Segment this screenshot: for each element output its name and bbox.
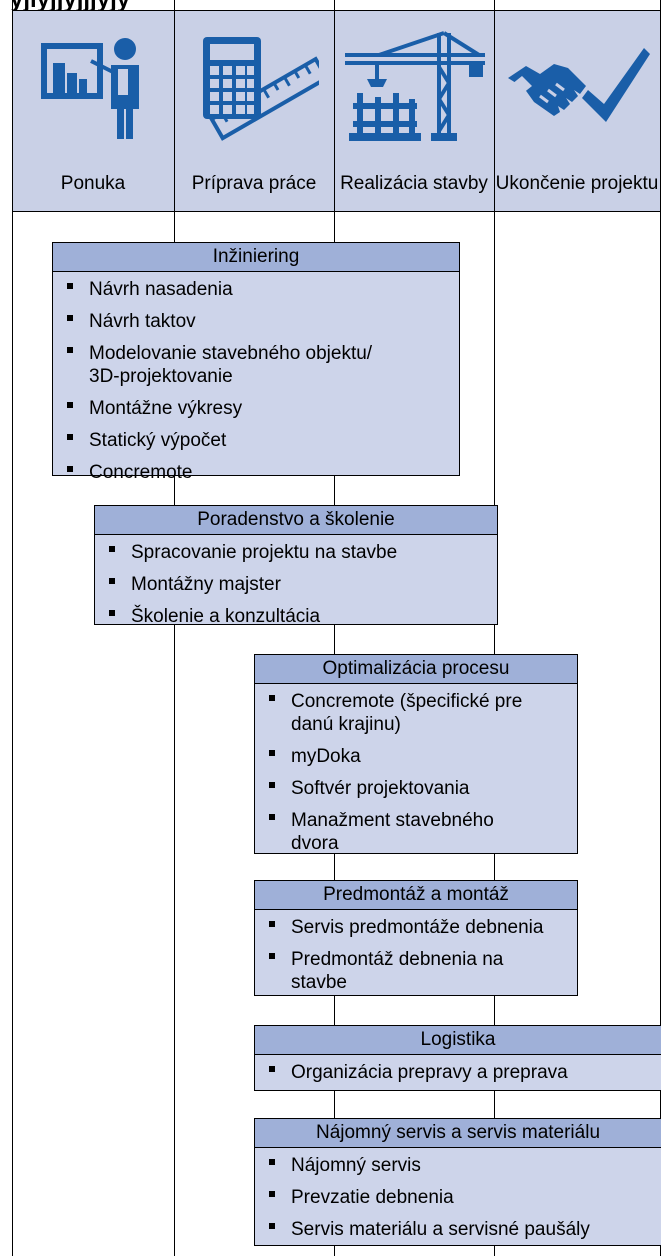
list-item: Manažment stavebného dvora xyxy=(267,809,541,855)
box-optimalizacia: Optimalizácia procesu Concremote (špecif… xyxy=(254,654,578,854)
box-item-list: Servis predmontáže debnenia Predmontáž d… xyxy=(255,910,577,1007)
column-line xyxy=(174,0,175,1256)
phase-realizacia: Realizácia stavby xyxy=(334,10,494,211)
box-title: Inžiniering xyxy=(53,243,459,272)
phase-priprava: Príprava práce xyxy=(174,10,334,211)
phase-ponuka: Ponuka xyxy=(12,10,174,211)
cropped-title: yjiyjjyjjjyjy xyxy=(0,0,661,10)
box-item-list: Návrh nasadenia Návrh taktov Modelovanie… xyxy=(53,272,459,497)
header-bottom-line xyxy=(12,211,661,212)
box-item-list: Spracovanie projektu na stavbe Montážny … xyxy=(95,535,497,641)
list-item: Servis predmontáže debnenia xyxy=(267,916,573,939)
box-najomny-servis: Nájomný servis a servis materiálu Nájomn… xyxy=(254,1118,661,1246)
box-title: Predmontáž a montáž xyxy=(255,881,577,910)
list-item: Nájomný servis xyxy=(267,1154,657,1177)
list-item: Predmontáž debnenia na stavbe xyxy=(267,948,541,994)
column-line xyxy=(334,0,335,1256)
box-title: Logistika xyxy=(255,1026,661,1055)
presentation-icon xyxy=(12,28,174,143)
phase-ukoncenie: Ukončenie projektu xyxy=(494,10,660,211)
list-item: Servis materiálu a servisné paušály xyxy=(267,1218,657,1241)
list-item: Prevzatie debnenia xyxy=(267,1186,657,1209)
box-inziniering: Inžiniering Návrh nasadenia Návrh taktov… xyxy=(52,242,460,483)
list-item: Návrh taktov xyxy=(65,310,455,333)
crane-icon xyxy=(334,28,494,143)
column-line xyxy=(494,0,495,1256)
box-predmontaz: Predmontáž a montáž Servis predmontáže d… xyxy=(254,880,578,996)
box-item-list: Concremote (špecifické pre danú krajinu)… xyxy=(255,684,577,868)
box-item-list: Nájomný servis Prevzatie debnenia Servis… xyxy=(255,1148,661,1254)
list-item: Montážne výkresy xyxy=(65,397,455,420)
list-item: Concremote xyxy=(65,461,455,484)
box-item-list: Organizácia prepravy a preprava xyxy=(255,1055,661,1097)
box-poradenstvo: Poradenstvo a školenie Spracovanie proje… xyxy=(94,505,498,627)
list-item: Concremote (špecifické pre danú krajinu) xyxy=(267,690,551,736)
list-item: Školenie a konzultácia xyxy=(107,605,493,628)
list-item: Spracovanie projektu na stavbe xyxy=(107,541,493,564)
box-title: Optimalizácia procesu xyxy=(255,655,577,684)
calculator-ruler-icon xyxy=(174,28,334,143)
list-item: Návrh nasadenia xyxy=(65,278,455,301)
phase-label: Príprava práce xyxy=(191,173,317,194)
phase-label: Ukončenie projektu xyxy=(495,173,659,194)
cropped-title-text: yjiyjjyjjjyjy xyxy=(10,0,130,10)
phase-label: Ponuka xyxy=(60,173,126,194)
list-item: Montážny majster xyxy=(107,573,493,596)
header-top-line xyxy=(12,10,661,11)
list-item: myDoka xyxy=(267,745,573,768)
phase-label: Realizácia stavby xyxy=(340,173,488,194)
box-logistika: Logistika Organizácia prepravy a preprav… xyxy=(254,1025,661,1091)
list-item: Modelovanie stavebného objektu/ 3D-proje… xyxy=(65,342,389,388)
list-item: Statický výpočet xyxy=(65,429,455,452)
handshake-check-icon xyxy=(494,28,660,143)
box-title: Poradenstvo a školenie xyxy=(95,506,497,535)
column-line xyxy=(12,0,13,1256)
list-item: Organizácia prepravy a preprava xyxy=(267,1061,657,1084)
box-title: Nájomný servis a servis materiálu xyxy=(255,1119,661,1148)
list-item: Softvér projektovania xyxy=(267,777,573,800)
